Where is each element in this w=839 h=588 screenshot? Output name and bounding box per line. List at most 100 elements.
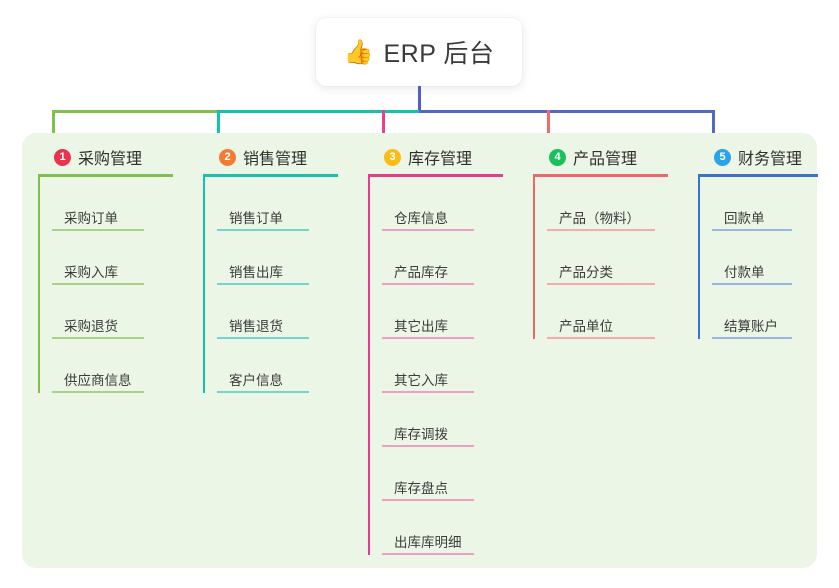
leaf-item-label: 出库库明细	[394, 535, 462, 550]
column-1: 1 采购管理采购订单采购入库采购退货供应商信息	[38, 146, 188, 393]
leaf-item-underline	[382, 337, 474, 339]
leaf-item-label: 产品（物料）	[559, 211, 640, 226]
column-badge-5: 5	[714, 148, 731, 166]
leaf-item-underline	[217, 229, 309, 231]
leaf-item[interactable]: 回款单	[712, 177, 818, 231]
leaf-item-label: 库存盘点	[394, 481, 448, 496]
horizontal-connector-blue	[419, 110, 714, 113]
leaf-item-underline	[382, 391, 474, 393]
leaf-item[interactable]: 产品单位	[547, 285, 685, 339]
column-spine	[698, 177, 700, 339]
root-node[interactable]: 👍 ERP 后台	[316, 18, 522, 86]
leaf-item-label: 销售出库	[229, 265, 283, 280]
horizontal-connector-teal	[217, 110, 419, 113]
root-stem-connector	[418, 86, 421, 112]
column-underline	[533, 174, 668, 177]
leaf-item-label: 产品分类	[559, 265, 613, 280]
leaf-item-underline	[52, 229, 144, 231]
leaf-item[interactable]: 采购入库	[52, 231, 188, 285]
column-badge-4: 4	[549, 148, 566, 166]
leaf-item[interactable]: 销售出库	[217, 231, 353, 285]
leaf-item-label: 付款单	[724, 265, 765, 280]
leaf-item-underline	[217, 283, 309, 285]
leaf-item[interactable]: 结算账户	[712, 285, 818, 339]
leaf-item-underline	[382, 229, 474, 231]
leaf-item[interactable]: 其它入库	[382, 339, 518, 393]
column-spine	[38, 177, 40, 393]
thumbs-up-icon: 👍	[343, 38, 374, 66]
leaf-item-label: 结算账户	[724, 319, 778, 334]
leaf-item[interactable]: 供应商信息	[52, 339, 188, 393]
leaf-item-label: 其它出库	[394, 319, 448, 334]
drop-connector-2	[217, 110, 220, 142]
leaf-item-underline	[52, 391, 144, 393]
leaf-item-underline	[712, 229, 792, 231]
column-header-2[interactable]: 2 销售管理	[203, 146, 353, 168]
column-header-5[interactable]: 5 财务管理	[698, 146, 818, 168]
column-items: 采购订单采购入库采购退货供应商信息	[38, 177, 188, 393]
leaf-item-underline	[217, 337, 309, 339]
leaf-item-underline	[547, 229, 655, 231]
horizontal-connector-green	[52, 110, 217, 113]
leaf-item-underline	[712, 337, 792, 339]
drop-connector-1	[52, 110, 55, 142]
leaf-item-label: 销售退货	[229, 319, 283, 334]
leaf-item-label: 供应商信息	[64, 373, 132, 388]
leaf-item[interactable]: 产品分类	[547, 231, 685, 285]
leaf-item-underline	[217, 391, 309, 393]
leaf-item[interactable]: 销售退货	[217, 285, 353, 339]
leaf-item-underline	[382, 283, 474, 285]
leaf-item-label: 库存调拨	[394, 427, 448, 442]
column-badge-2: 2	[219, 148, 236, 166]
column-title: 财务管理	[738, 151, 803, 168]
leaf-item[interactable]: 采购订单	[52, 177, 188, 231]
root-title: ERP 后台	[383, 40, 495, 68]
leaf-item-label: 采购入库	[64, 265, 118, 280]
column-underline	[368, 174, 503, 177]
leaf-item-underline	[382, 553, 474, 555]
leaf-item[interactable]: 采购退货	[52, 285, 188, 339]
leaf-item[interactable]: 出库库明细	[382, 501, 518, 555]
leaf-item[interactable]: 客户信息	[217, 339, 353, 393]
leaf-item-label: 仓库信息	[394, 211, 448, 226]
leaf-item[interactable]: 库存盘点	[382, 447, 518, 501]
leaf-item[interactable]: 产品（物料）	[547, 177, 685, 231]
column-header-3[interactable]: 3 库存管理	[368, 146, 518, 168]
leaf-item-label: 产品单位	[559, 319, 613, 334]
column-spine	[368, 177, 370, 555]
column-4: 4 产品管理产品（物料） 产品分类产品单位	[533, 146, 685, 339]
leaf-item-underline	[52, 337, 144, 339]
leaf-item[interactable]: 产品库存	[382, 231, 518, 285]
column-spine	[203, 177, 205, 393]
leaf-item[interactable]: 库存调拨	[382, 393, 518, 447]
column-items: 仓库信息产品库存其它出库其它入库库存调拨库存盘点出库库明细	[368, 177, 518, 555]
column-spine	[533, 177, 535, 339]
drop-connector-4	[547, 110, 550, 142]
leaf-item[interactable]: 仓库信息	[382, 177, 518, 231]
column-items: 回款单付款单结算账户	[698, 177, 818, 339]
column-header-4[interactable]: 4 产品管理	[533, 146, 685, 168]
column-title: 采购管理	[78, 151, 143, 168]
column-title: 库存管理	[408, 151, 473, 168]
column-title: 销售管理	[243, 151, 308, 168]
leaf-item-label: 产品库存	[394, 265, 448, 280]
column-badge-3: 3	[384, 148, 401, 166]
leaf-item-label: 回款单	[724, 211, 765, 226]
diagram-panel	[22, 133, 817, 568]
leaf-item-label: 销售订单	[229, 211, 283, 226]
leaf-item[interactable]: 其它出库	[382, 285, 518, 339]
column-header-1[interactable]: 1 采购管理	[38, 146, 188, 168]
column-underline	[38, 174, 173, 177]
leaf-item-underline	[52, 283, 144, 285]
leaf-item-underline	[382, 499, 474, 501]
column-title: 产品管理	[573, 151, 638, 168]
leaf-item[interactable]: 付款单	[712, 231, 818, 285]
leaf-item[interactable]: 销售订单	[217, 177, 353, 231]
leaf-item-underline	[712, 283, 792, 285]
column-items: 销售订单销售出库销售退货客户信息	[203, 177, 353, 393]
column-3: 3 库存管理仓库信息产品库存其它出库其它入库库存调拨库存盘点出库库明细	[368, 146, 518, 555]
column-badge-1: 1	[54, 148, 71, 166]
column-underline	[203, 174, 338, 177]
leaf-item-label: 采购退货	[64, 319, 118, 334]
